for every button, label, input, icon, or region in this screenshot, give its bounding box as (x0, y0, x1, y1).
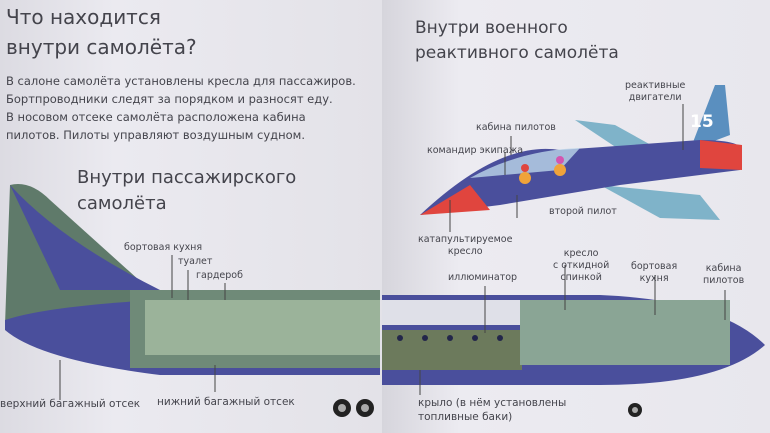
label-line: с откидной (553, 260, 610, 271)
label-lower-hold: нижний багажный отсек (157, 396, 295, 408)
label-line: крыло (в нём установлены (418, 397, 567, 409)
military-jet-illustration (420, 85, 742, 220)
page-title-line: внутри самолёта? (6, 35, 197, 59)
label-jet-engines: реактивные двигатели (625, 80, 685, 104)
label-galley: бортовая кухня (124, 242, 203, 253)
label-line: топливные баки) (418, 411, 513, 423)
label-line: пилотов (703, 275, 745, 286)
label-folding-seat: кресло с откидной спинкой (553, 248, 609, 284)
label-line: катапультируемое (418, 234, 513, 245)
label-liner-cockpit: кабина пилотов (703, 263, 744, 287)
section-title-line: Внутри пассажирского (77, 167, 297, 188)
intro-text: В салоне самолёта установлены кресла для… (6, 72, 356, 144)
military-section-title: Внутри военного реактивного самолёта (415, 16, 619, 66)
page-title: Что находится внутри самолёта? (6, 2, 197, 62)
passenger-plane-illustration (5, 184, 765, 417)
section-title-line: Внутри военного (415, 18, 568, 38)
label-jet-cockpit: кабина пилотов (476, 122, 556, 133)
label-wardrobe: гардероб (196, 270, 243, 281)
section-title-line: самолёта (77, 193, 167, 214)
intro-line: В салоне самолёта установлены кресла для… (6, 74, 356, 88)
label-upper-hold: верхний багажный отсек (0, 398, 141, 410)
intro-line: пилотов. Пилоты управляют воздушным судн… (6, 128, 305, 142)
intro-line: В носовом отсеке самолёта расположена ка… (6, 110, 306, 124)
label-line: кресло (563, 248, 599, 259)
label-window: иллюминатор (448, 272, 518, 283)
label-ejection-seat: катапультируемое кресло (418, 234, 512, 258)
label-line: кухня (639, 273, 669, 284)
page-title-line: Что находится (6, 5, 161, 29)
label-toilet: туалет (178, 256, 213, 267)
label-liner-galley: бортовая кухня (631, 261, 677, 285)
tail-number: 15 (690, 112, 714, 132)
intro-line: Бортпроводники следят за порядком и разн… (6, 92, 333, 106)
label-copilot: второй пилот (549, 206, 617, 217)
label-line: кабина (705, 263, 742, 274)
label-wing: крыло (в нём установлены топливные баки) (418, 396, 566, 424)
label-line: спинкой (560, 272, 602, 283)
label-line: кресло (447, 246, 483, 257)
label-line: двигатели (628, 92, 682, 103)
label-commander: командир экипажа (427, 145, 524, 156)
label-line: реактивные (625, 80, 686, 91)
section-title-line: реактивного самолёта (415, 43, 619, 63)
label-line: бортовая (631, 261, 678, 272)
passenger-section-title: Внутри пассажирского самолёта (77, 165, 296, 217)
